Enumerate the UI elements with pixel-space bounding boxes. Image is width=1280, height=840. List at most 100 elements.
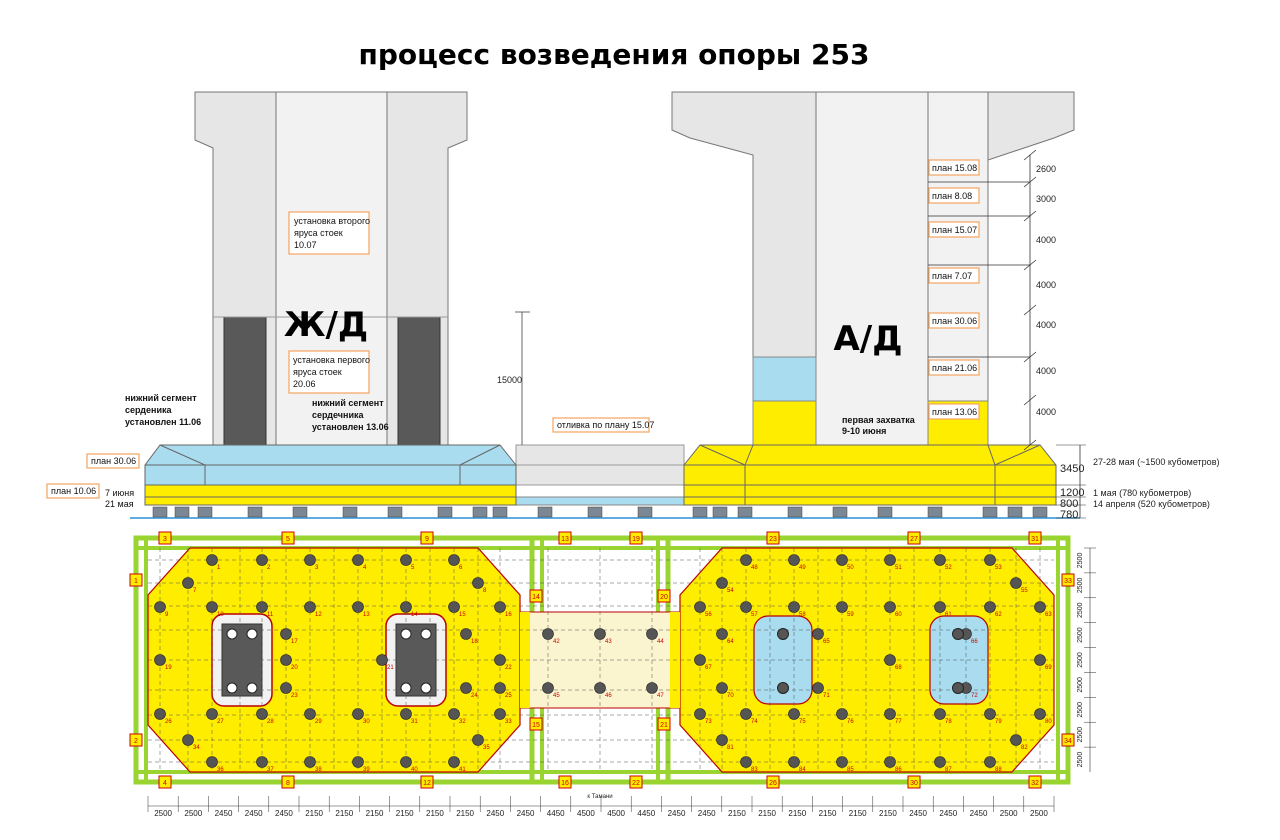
pile-number: 14 [411, 612, 418, 618]
bottom-dim: 4500 [577, 809, 595, 818]
pile-number: 10 [217, 612, 224, 618]
grid-marker-number: 8 [286, 780, 290, 787]
side-dim: 2500 [1077, 627, 1084, 643]
pile [740, 708, 752, 720]
pile [460, 682, 472, 694]
pile [1034, 601, 1046, 613]
grid-marker-number: 9 [425, 536, 429, 543]
pile [154, 654, 166, 666]
pile-number: 17 [291, 639, 298, 645]
plan-box [928, 359, 980, 376]
pile [646, 682, 658, 694]
pile-number: 66 [971, 639, 978, 645]
pile [694, 601, 706, 613]
grid-marker [281, 531, 295, 545]
pile [934, 708, 946, 720]
pile-number: 21 [387, 665, 394, 671]
pile-number: 62 [995, 612, 1002, 618]
pile-cap [292, 506, 308, 518]
pile-number: 32 [459, 719, 466, 725]
grid-marker [158, 775, 172, 789]
pile [836, 554, 848, 566]
pile-number: 28 [267, 719, 274, 725]
pile-number: 51 [895, 565, 902, 571]
grid-marker [558, 775, 572, 789]
pile [594, 628, 606, 640]
pile-number: 39 [363, 767, 370, 773]
layer-note: 27-28 мая (~1500 кубометров) [1093, 457, 1219, 467]
bottom-dim: 2450 [245, 809, 263, 818]
plan-box-label: план 15.07 [932, 225, 977, 235]
plan-box [928, 159, 980, 176]
bottom-dim: 2150 [788, 809, 806, 818]
pile-number: 55 [1021, 588, 1028, 594]
pile [788, 554, 800, 566]
pile [304, 708, 316, 720]
pile [1034, 708, 1046, 720]
pile-cap [492, 506, 508, 518]
bottom-dim: 2150 [305, 809, 323, 818]
grid-marker-number: 1 [134, 578, 138, 585]
pile [836, 708, 848, 720]
pile-number: 84 [799, 767, 806, 773]
pile-number: 47 [657, 693, 664, 699]
pile [304, 601, 316, 613]
pile-number: 50 [847, 565, 854, 571]
pile-number: 7 [193, 588, 197, 594]
pile-cap [587, 506, 603, 518]
grid-marker [281, 775, 295, 789]
pile-number: 69 [1045, 665, 1052, 671]
bottom-center-label: к Тамани [587, 794, 612, 800]
core-rebar [420, 682, 432, 694]
grid-marker-number: 15 [532, 722, 540, 729]
pile-number: 73 [705, 719, 712, 725]
core-rebar [226, 682, 238, 694]
height-dim: 4000 [1036, 407, 1056, 417]
pile [304, 756, 316, 768]
pile [694, 654, 706, 666]
bottom-dim: 2450 [909, 809, 927, 818]
pile [182, 577, 194, 589]
pile [400, 708, 412, 720]
pile-number: 41 [459, 767, 466, 773]
pile-cap [712, 506, 728, 518]
pile-number: 31 [411, 719, 418, 725]
pile-number: 79 [995, 719, 1002, 725]
grid-marker [766, 775, 780, 789]
grid-marker-number: 30 [910, 780, 918, 787]
pile [460, 628, 472, 640]
pile-number: 30 [363, 719, 370, 725]
core-rebar [246, 628, 258, 640]
pile [352, 756, 364, 768]
bottom-dim: 2450 [970, 809, 988, 818]
pile-number: 35 [483, 745, 490, 751]
pile-cap [472, 506, 488, 518]
grid-marker [907, 775, 921, 789]
pile-cap [1032, 506, 1048, 518]
bottom-dim: 2450 [275, 809, 293, 818]
pile-number: 4 [363, 565, 367, 571]
bottom-dim: 2150 [849, 809, 867, 818]
pile-number: 53 [995, 565, 1002, 571]
grid-marker-number: 32 [1031, 780, 1039, 787]
pile-number: 67 [705, 665, 712, 671]
bottom-dim: 2450 [939, 809, 957, 818]
side-dim: 2500 [1077, 677, 1084, 693]
pile [472, 577, 484, 589]
height-dim: 4000 [1036, 280, 1056, 290]
side-dim: 2500 [1077, 602, 1084, 618]
grid-marker [766, 531, 780, 545]
pile-number: 57 [751, 612, 758, 618]
pile-cap [537, 506, 553, 518]
pile [777, 682, 789, 694]
grid-marker [1061, 733, 1075, 747]
grid-marker [129, 733, 143, 747]
bottom-dim: 2450 [215, 809, 233, 818]
grid-marker [420, 775, 434, 789]
core-rebar [246, 682, 258, 694]
grid-marker-number: 34 [1064, 738, 1072, 745]
pile [984, 756, 996, 768]
